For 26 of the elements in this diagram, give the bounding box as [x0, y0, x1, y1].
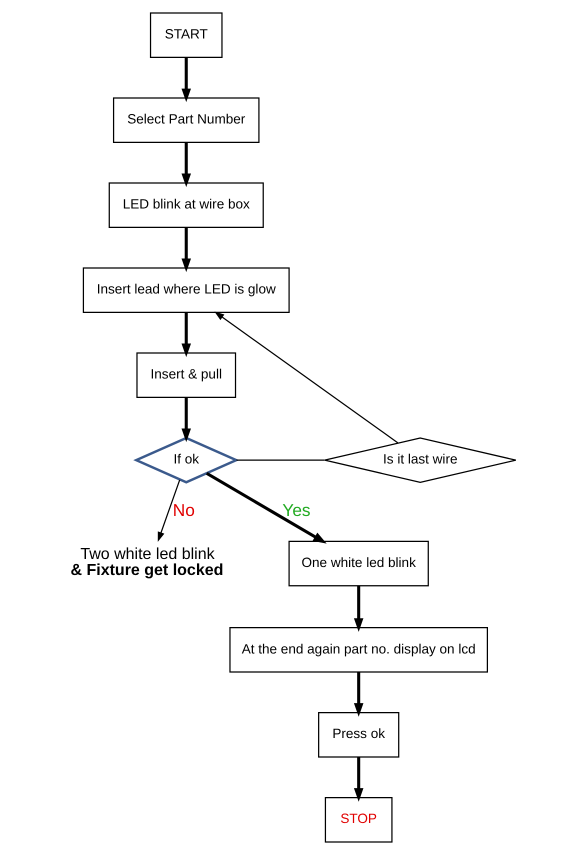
arrow	[157, 480, 180, 542]
arrow	[353, 757, 363, 802]
node-diamond: If ok	[132, 436, 239, 484]
node-box: Insert & pull	[136, 352, 236, 398]
arrow	[353, 586, 363, 632]
node-box: One white led blink	[288, 540, 428, 586]
node-box: START	[149, 12, 222, 58]
connector	[236, 460, 324, 461]
arrow	[181, 312, 190, 358]
arrow	[181, 142, 190, 188]
node-box: Select Part Number	[112, 97, 260, 143]
arrow	[181, 398, 190, 442]
edge-label: No	[172, 500, 194, 520]
node-box: STOP	[324, 797, 392, 843]
arrow	[214, 312, 398, 444]
arrow	[353, 672, 363, 717]
node-box: LED blink at wire box	[108, 182, 264, 228]
arrow	[181, 228, 190, 272]
node-text: Two white led blink & Fixture get locked	[70, 546, 223, 580]
node-box: At the end again part no. display on lcd	[228, 627, 488, 673]
node-diamond: Is it last wire	[324, 437, 516, 483]
node-box: Insert lead where LED is glow	[82, 267, 290, 313]
arrow	[181, 58, 190, 102]
edge-label: Yes	[282, 500, 310, 520]
arrow	[205, 472, 326, 544]
node-box: Press ok	[318, 712, 399, 758]
